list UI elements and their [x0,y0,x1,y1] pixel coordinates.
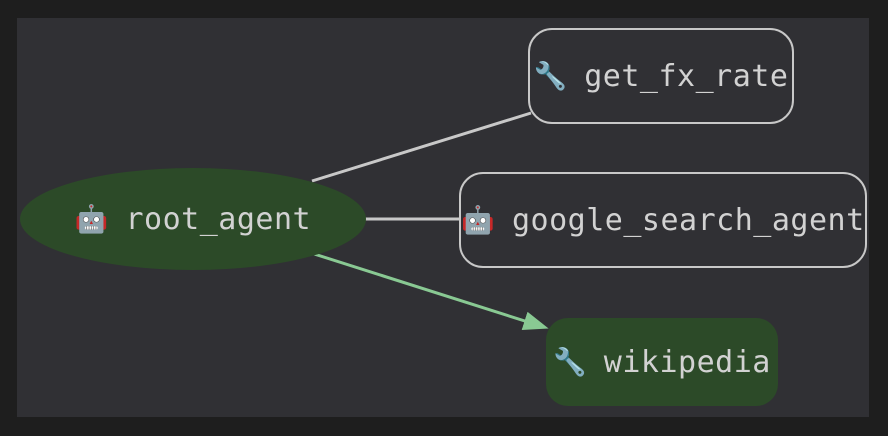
node-google-search-agent[interactable]: 🤖 google_search_agent [459,172,867,268]
wrench-icon: 🔧 [553,346,587,378]
node-wikipedia-label: wikipedia [603,344,771,380]
node-google-search-agent-label: google_search_agent [511,202,865,238]
robot-icon: 🤖 [74,203,109,235]
node-get-fx-rate[interactable]: 🔧 get_fx_rate [528,28,794,124]
wrench-icon: 🔧 [533,60,568,92]
node-get-fx-rate-label: get_fx_rate [584,58,789,94]
node-root-agent-label: root_agent [125,201,312,237]
node-wikipedia[interactable]: 🔧 wikipedia [546,318,778,406]
robot-icon: 🤖 [461,204,495,236]
node-root-agent[interactable]: 🤖 root_agent [20,168,366,270]
